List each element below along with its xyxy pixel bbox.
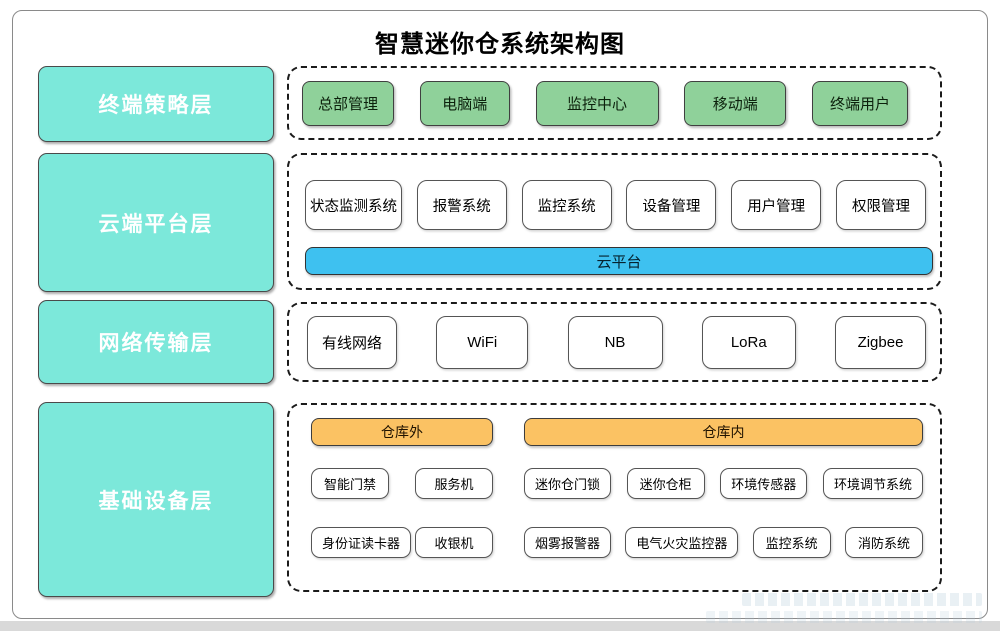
- node-monitor-center: 监控中心: [535, 80, 659, 126]
- node-hq-management: 总部管理: [302, 80, 394, 126]
- devices-row-1: 智能门禁 服务机 迷你仓门锁 迷你仓柜 环境传感器 环境调节系统: [289, 468, 940, 499]
- layer-label-text: 终端策略层: [98, 94, 214, 117]
- node-smart-access-control: 智能门禁: [311, 468, 389, 499]
- node-end-user: 终端用户: [812, 80, 908, 126]
- layer-label-text: 基础设备层: [98, 489, 214, 513]
- group-base-devices: 仓库外 仓库内 智能门禁 服务机 迷你仓门锁 迷你仓柜 环境传感器 环境调节系统…: [287, 403, 942, 592]
- node-user-management: 用户管理: [731, 180, 822, 230]
- node-smoke-alarm: 烟雾报警器: [524, 527, 612, 558]
- page-bottom-strip: [0, 621, 1000, 631]
- devices-row1-outside: 智能门禁 服务机: [311, 468, 493, 499]
- zone-outside-wrap: 仓库外: [311, 418, 493, 446]
- zone-bar-outside-warehouse: 仓库外: [311, 418, 493, 446]
- node-permission-management: 权限管理: [835, 180, 926, 230]
- node-nb: NB: [567, 315, 663, 369]
- node-zigbee: Zigbee: [835, 315, 926, 369]
- node-surveillance-system-device: 监控系统: [752, 527, 831, 558]
- group-network-transport: 有线网络 WiFi NB LoRa Zigbee: [287, 302, 942, 382]
- node-pc-client: 电脑端: [419, 80, 510, 126]
- layer-label-text: 网络传输层: [98, 332, 214, 355]
- watermark: [706, 611, 982, 623]
- node-device-management: 设备管理: [626, 180, 717, 230]
- zone-bar-inside-warehouse: 仓库内: [524, 418, 923, 446]
- node-cash-register: 收银机: [415, 527, 493, 558]
- zone-bars-row: 仓库外 仓库内: [289, 418, 940, 446]
- node-lora: LoRa: [701, 315, 796, 369]
- node-wifi: WiFi: [436, 315, 529, 369]
- cloud-platform-bar: 云平台: [305, 247, 933, 275]
- layer-label-terminal-strategy: 终端策略层: [38, 66, 274, 142]
- node-id-card-reader: 身份证读卡器: [311, 527, 412, 558]
- node-environment-sensor: 环境传感器: [720, 468, 808, 499]
- node-status-monitoring-system: 状态监测系统: [305, 180, 402, 230]
- node-mini-storage-door-lock: 迷你仓门锁: [524, 468, 612, 499]
- node-mobile-client: 移动端: [684, 80, 787, 126]
- watermark: [742, 593, 982, 606]
- node-surveillance-system: 监控系统: [521, 180, 612, 230]
- node-mini-storage-cabinet: 迷你仓柜: [626, 468, 705, 499]
- devices-row1-inside: 迷你仓门锁 迷你仓柜 环境传感器 环境调节系统: [524, 468, 923, 499]
- devices-row2-inside: 烟雾报警器 电气火灾监控器 监控系统 消防系统: [524, 527, 923, 558]
- layer-label-base-devices: 基础设备层: [38, 402, 274, 597]
- node-environment-regulation-system: 环境调节系统: [822, 468, 923, 499]
- zone-inside-wrap: 仓库内: [524, 418, 923, 446]
- layer-label-text: 云端平台层: [98, 212, 214, 236]
- group-terminal-strategy: 总部管理 电脑端 监控中心 移动端 终端用户: [287, 66, 942, 140]
- devices-row2-outside: 身份证读卡器 收银机: [311, 527, 493, 558]
- node-electrical-fire-monitor: 电气火灾监控器: [625, 527, 739, 558]
- node-service-machine: 服务机: [415, 468, 493, 499]
- node-fire-protection-system: 消防系统: [844, 527, 923, 558]
- diagram-title: 智慧迷你仓系统架构图: [375, 31, 625, 58]
- layer-label-network-transport: 网络传输层: [38, 300, 274, 384]
- node-alarm-system: 报警系统: [416, 180, 507, 230]
- devices-row-2: 身份证读卡器 收银机 烟雾报警器 电气火灾监控器 监控系统 消防系统: [289, 527, 940, 558]
- group-cloud-platform: 状态监测系统 报警系统 监控系统 设备管理 用户管理 权限管理 云平台: [287, 153, 942, 290]
- node-wired-network: 有线网络: [307, 315, 397, 369]
- layer-label-cloud-platform: 云端平台层: [38, 153, 274, 292]
- cloud-modules-row: 状态监测系统 报警系统 监控系统 设备管理 用户管理 权限管理: [289, 180, 940, 230]
